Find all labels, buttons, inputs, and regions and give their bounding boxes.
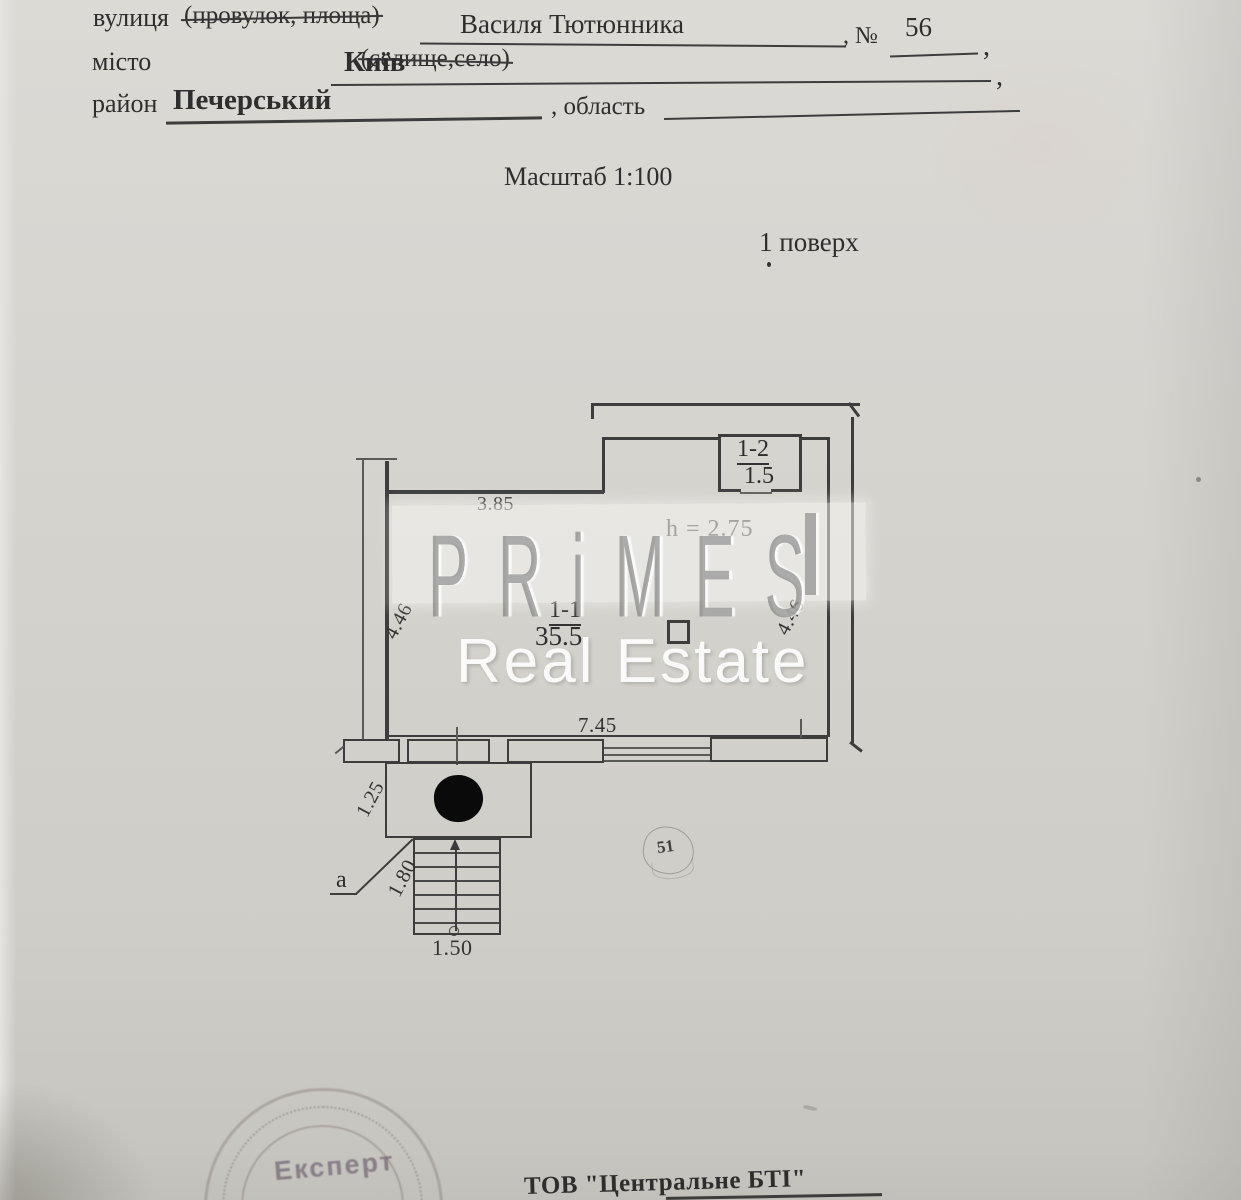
scale-note: Масштаб 1:100 <box>504 162 673 191</box>
district-label: район <box>92 89 158 118</box>
vestibule-sill-right <box>771 489 802 492</box>
scan-speck <box>1196 477 1201 482</box>
wall-step-vertical <box>602 437 605 493</box>
wall-outer-top <box>593 403 860 406</box>
city-value: Київ <box>344 46 406 78</box>
main-room-area: 35.5 <box>535 621 583 651</box>
wall-inner-top-right <box>799 437 830 440</box>
window-symbol-a <box>407 739 490 763</box>
vestibule-door-threshold <box>740 492 772 494</box>
window-symbol-c <box>710 737 828 762</box>
street-struck-label: (провулок, площа) <box>181 2 383 29</box>
dim-line-left <box>362 460 364 740</box>
watermark-brand-bar <box>805 513 816 595</box>
entrance-leader-horizontal <box>330 893 357 895</box>
wall-stub-left <box>343 739 400 763</box>
line1-trailing-comma: , <box>983 31 990 62</box>
wall-hook-bottom-right <box>849 741 863 753</box>
vestibule-room-outline <box>718 434 802 491</box>
window-opening-bottom-edge <box>604 760 710 762</box>
entrance-letter: а <box>336 867 347 893</box>
plot-badge-number: 51 <box>655 835 676 858</box>
plot-badge-arc <box>651 857 695 882</box>
watermark-brand: PRіMES <box>428 510 835 642</box>
oblast-label: , область <box>551 93 646 120</box>
wall-left <box>385 461 389 741</box>
oblast-blank-line <box>664 109 1020 121</box>
wall-main-top <box>387 490 604 494</box>
vestibule-room-label: 1-2 <box>737 436 769 465</box>
district-value: Печерський <box>173 84 332 116</box>
district-blank-line <box>166 116 542 125</box>
house-number-label: , № <box>843 23 878 49</box>
window-symbol-b <box>507 739 604 763</box>
floor-note: 1 поверх <box>759 227 859 257</box>
column-symbol <box>667 620 690 644</box>
dim-bottom-width: 7.45 <box>578 713 617 737</box>
window-glazing-line-bottom <box>604 754 710 756</box>
window-glazing-line-top <box>604 747 710 749</box>
wall-outer-top-left-end <box>591 403 594 419</box>
watermark-tagline: Real Estate <box>456 627 810 696</box>
floor-note-dot <box>767 262 771 267</box>
line2-trailing-comma: , <box>996 61 1003 92</box>
street-label: вулиця <box>93 3 170 32</box>
wall-bottom-inner-edge <box>387 735 829 737</box>
city-blank-line <box>331 79 991 87</box>
stairs-direction-line <box>455 847 457 931</box>
city-label: місто <box>92 47 152 76</box>
scan-speck <box>802 1104 818 1112</box>
stairs-arrow-head <box>450 839 460 850</box>
vestibule-sill-left <box>718 489 741 492</box>
porch-outline <box>385 762 532 838</box>
dim-extension-top-left <box>356 458 397 460</box>
door-jamb-right <box>800 719 802 738</box>
city-struck-label: (селище,село) <box>357 45 513 72</box>
vestibule-room-area: 1.5 <box>744 463 774 489</box>
door-opening-mark <box>456 727 458 765</box>
house-number-value: 56 <box>905 12 932 42</box>
street-value: Василя Тютюнника <box>460 9 685 39</box>
vestibule-room-number: 1-2 <box>737 436 769 465</box>
house-number-underline <box>889 52 979 58</box>
stairs-arrow-tail-circle <box>449 926 459 936</box>
wall-inner-top-left <box>604 437 720 440</box>
dim-stairs-width: 1.50 <box>432 935 473 960</box>
stairs-outline <box>413 838 501 935</box>
